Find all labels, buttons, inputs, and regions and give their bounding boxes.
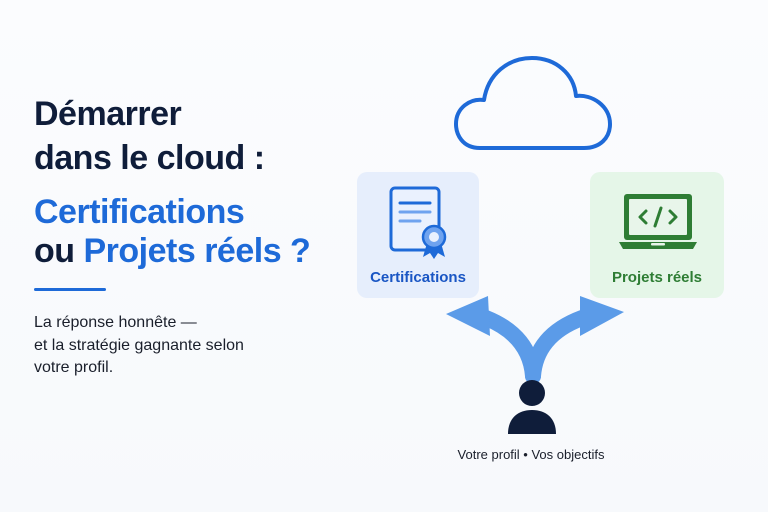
title-line-3: Certifications bbox=[34, 193, 245, 231]
title-line-4: ou Projets réels ? bbox=[34, 231, 311, 271]
title-line-4-highlight: Projets réels ? bbox=[83, 232, 311, 270]
certifications-card[interactable]: Certifications bbox=[357, 172, 479, 298]
certifications-label: Certifications bbox=[370, 269, 466, 286]
projects-card[interactable]: Projets réels bbox=[590, 172, 724, 298]
profile-caption: Votre profil • Vos objectifs bbox=[457, 447, 605, 462]
title-divider bbox=[34, 288, 106, 291]
subtitle-line-3: votre profil. bbox=[34, 359, 114, 376]
title-line-4-prefix: ou bbox=[34, 232, 84, 270]
subtitle-line-1: La réponse honnête — bbox=[34, 314, 197, 331]
laptop-code-icon bbox=[619, 194, 697, 249]
title-line-1: Démarrer bbox=[34, 95, 182, 133]
subtitle-line-2: et la stratégie gagnante selon bbox=[34, 337, 244, 354]
cloud-icon bbox=[454, 56, 612, 150]
title-line-2: dans le cloud : bbox=[34, 139, 265, 177]
certificate-icon bbox=[389, 186, 447, 259]
fork-arrows-icon bbox=[446, 296, 624, 382]
person-icon bbox=[508, 380, 556, 434]
projects-label: Projets réels bbox=[611, 269, 703, 286]
